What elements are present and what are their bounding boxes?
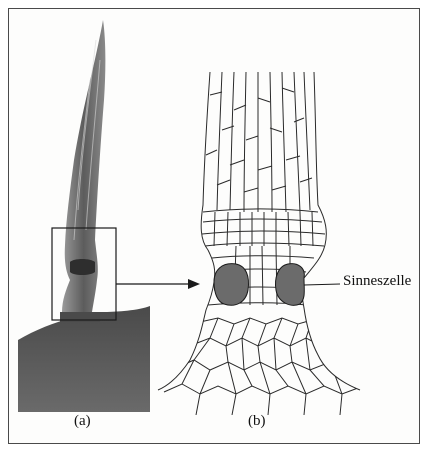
panel-b-label: (b) (248, 413, 266, 430)
panel-a-photo (18, 20, 150, 412)
sense-cell-label: Sinneszelle (343, 273, 411, 290)
callout-line (304, 284, 340, 285)
zoom-arrow (116, 279, 200, 289)
sense-cell-left (214, 264, 249, 306)
sense-cell-right (276, 264, 305, 306)
panel-a-label: (a) (74, 413, 91, 430)
panel-b-drawing (158, 72, 360, 415)
hair-constriction (70, 259, 95, 275)
